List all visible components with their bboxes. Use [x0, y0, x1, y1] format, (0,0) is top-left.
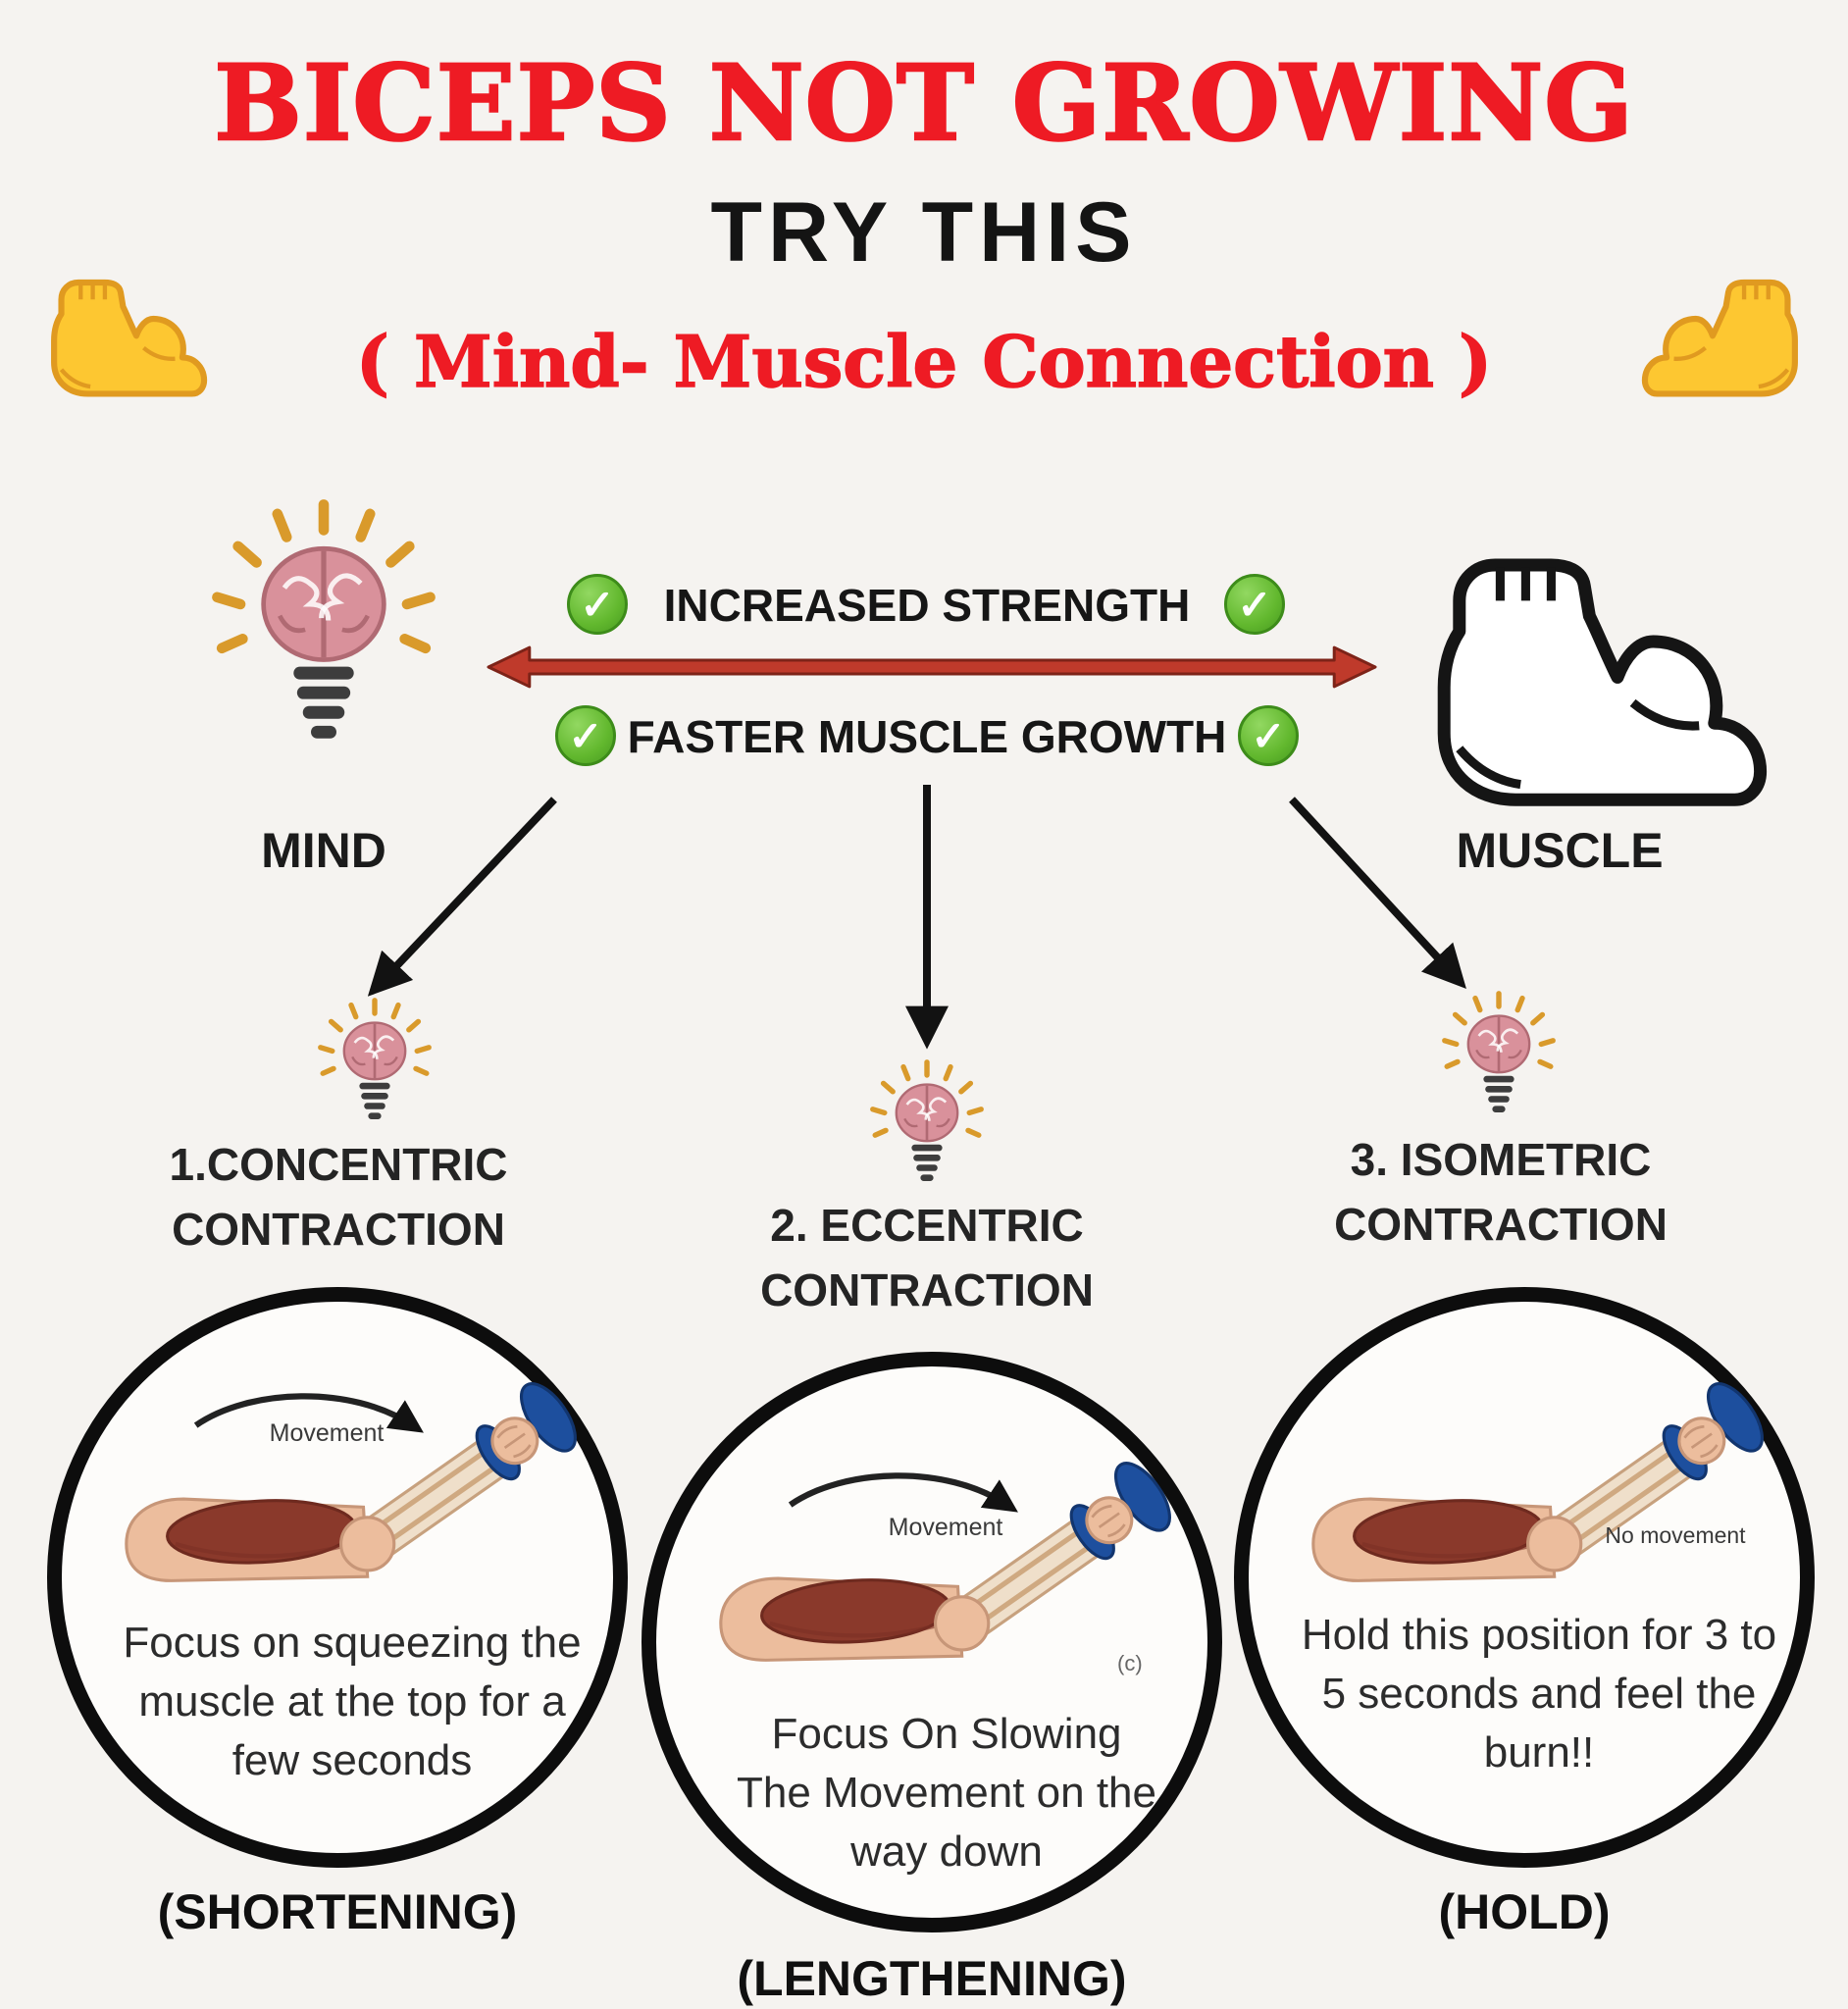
bicep-flex-icon-right: [1640, 273, 1822, 401]
muscle-arm-icon: [1388, 544, 1771, 815]
technique-3-type: CONTRACTION: [1334, 1199, 1668, 1250]
technique-2-footer: (LENGTHENING): [737, 1951, 1127, 2006]
page-subtitle: TRY THIS: [710, 185, 1138, 280]
technique-3-number: 3. ISOMETRIC: [1350, 1134, 1652, 1185]
technique-2-number: 2. ECCENTRIC: [770, 1200, 1084, 1251]
movement-label: Movement: [269, 1419, 385, 1447]
technique-1-footer: (SHORTENING): [157, 1884, 518, 1939]
movement-arrow-icon: [193, 1393, 424, 1433]
dumbbell-curl-illustration: [700, 1460, 1191, 1695]
dumbbell-curl-illustration: [1293, 1380, 1783, 1616]
illustration-note: (c): [1117, 1651, 1143, 1675]
brain-bulb-icon-small: [1440, 989, 1558, 1136]
check-icon: ✓: [567, 574, 628, 635]
benefit-increased-strength: INCREASED STRENGTH: [663, 580, 1191, 631]
bicep-flex-icon-left: [27, 273, 209, 401]
technique-2-circle: Movement (c) Focus On Slowing The Moveme…: [642, 1352, 1222, 1932]
mind-label: MIND: [261, 823, 386, 878]
down-arrow-center-icon: [905, 785, 949, 1050]
technique-3-footer: (HOLD): [1438, 1884, 1611, 1939]
movement-label: Movement: [888, 1514, 1003, 1541]
technique-1-description: Focus on squeezing the muscle at the top…: [123, 1619, 582, 1784]
movement-arrow-icon: [788, 1472, 1018, 1513]
movement-label: No movement: [1605, 1522, 1746, 1548]
technique-1-type: CONTRACTION: [172, 1204, 505, 1255]
technique-2-description: Focus On Slowing The Movement on the way…: [736, 1710, 1156, 1876]
technique-1-circle: Movement Focus on squeezing the muscle a…: [47, 1287, 628, 1868]
muscle-label: MUSCLE: [1456, 823, 1664, 878]
technique-2-type: CONTRACTION: [760, 1264, 1094, 1315]
brain-bulb-icon-small: [316, 996, 434, 1143]
mind-muscle-double-arrow: [487, 645, 1377, 689]
check-glyph: ✓: [568, 712, 603, 759]
brain-bulb-icon-small: [868, 1057, 986, 1205]
dumbbell-curl-illustration: [106, 1380, 596, 1616]
check-glyph: ✓: [1237, 581, 1272, 628]
down-arrow-left-icon: [367, 797, 557, 997]
check-glyph: ✓: [1251, 712, 1286, 759]
check-icon: ✓: [1224, 574, 1285, 635]
check-glyph: ✓: [580, 581, 615, 628]
check-icon: ✓: [1238, 705, 1299, 766]
benefit-faster-muscle-growth: FASTER MUSCLE GROWTH: [627, 711, 1227, 762]
check-icon: ✓: [555, 705, 616, 766]
technique-3-description: Hold this position for 3 to 5 seconds an…: [1301, 1611, 1777, 1777]
brain-bulb-icon: [208, 495, 439, 785]
page-title: BICEPS NOT GROWING: [213, 40, 1634, 166]
page-tagline: ( Mind- Muscle Connection ): [355, 319, 1493, 404]
technique-1-number: 1.CONCENTRIC: [169, 1139, 508, 1190]
technique-3-circle: No movement Hold this position for 3 to …: [1234, 1287, 1815, 1868]
down-arrow-right-icon: [1289, 797, 1466, 989]
